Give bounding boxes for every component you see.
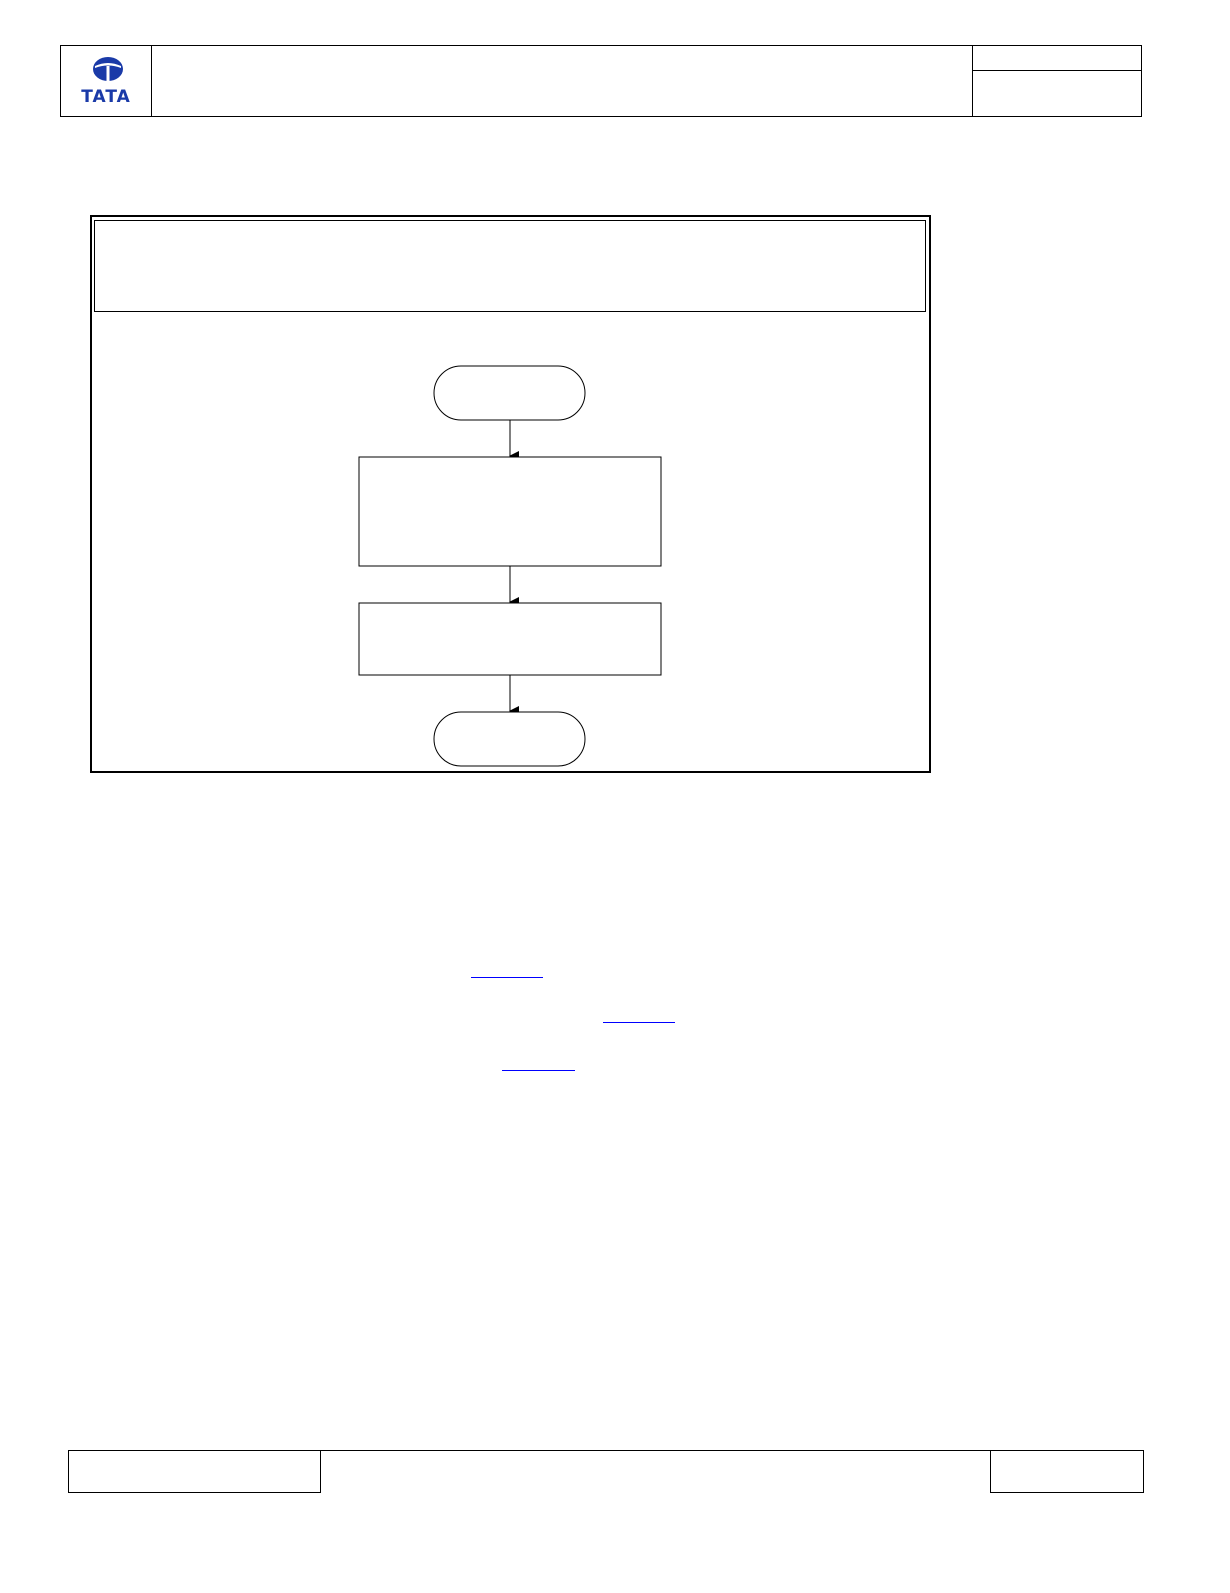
logo-cell: TATA [60,45,152,117]
header-title [153,46,971,116]
footer-right-box [990,1450,1144,1493]
tata-logo-icon [93,57,123,81]
flowchart-frame [90,215,931,773]
header-right-top [973,45,1142,71]
header-right-bottom [973,72,1142,116]
flowchart-caption-box [94,220,926,312]
footer-left-box [68,1450,321,1493]
body-link-3[interactable] [502,1053,575,1071]
body-link-1[interactable] [471,960,543,978]
header-table [60,45,1142,117]
logo-wordmark: TATA [81,87,131,107]
header-right-column [972,45,1142,117]
body-link-2[interactable] [603,1005,675,1023]
footer-middle [321,1452,990,1492]
footer-rule [320,1450,991,1451]
